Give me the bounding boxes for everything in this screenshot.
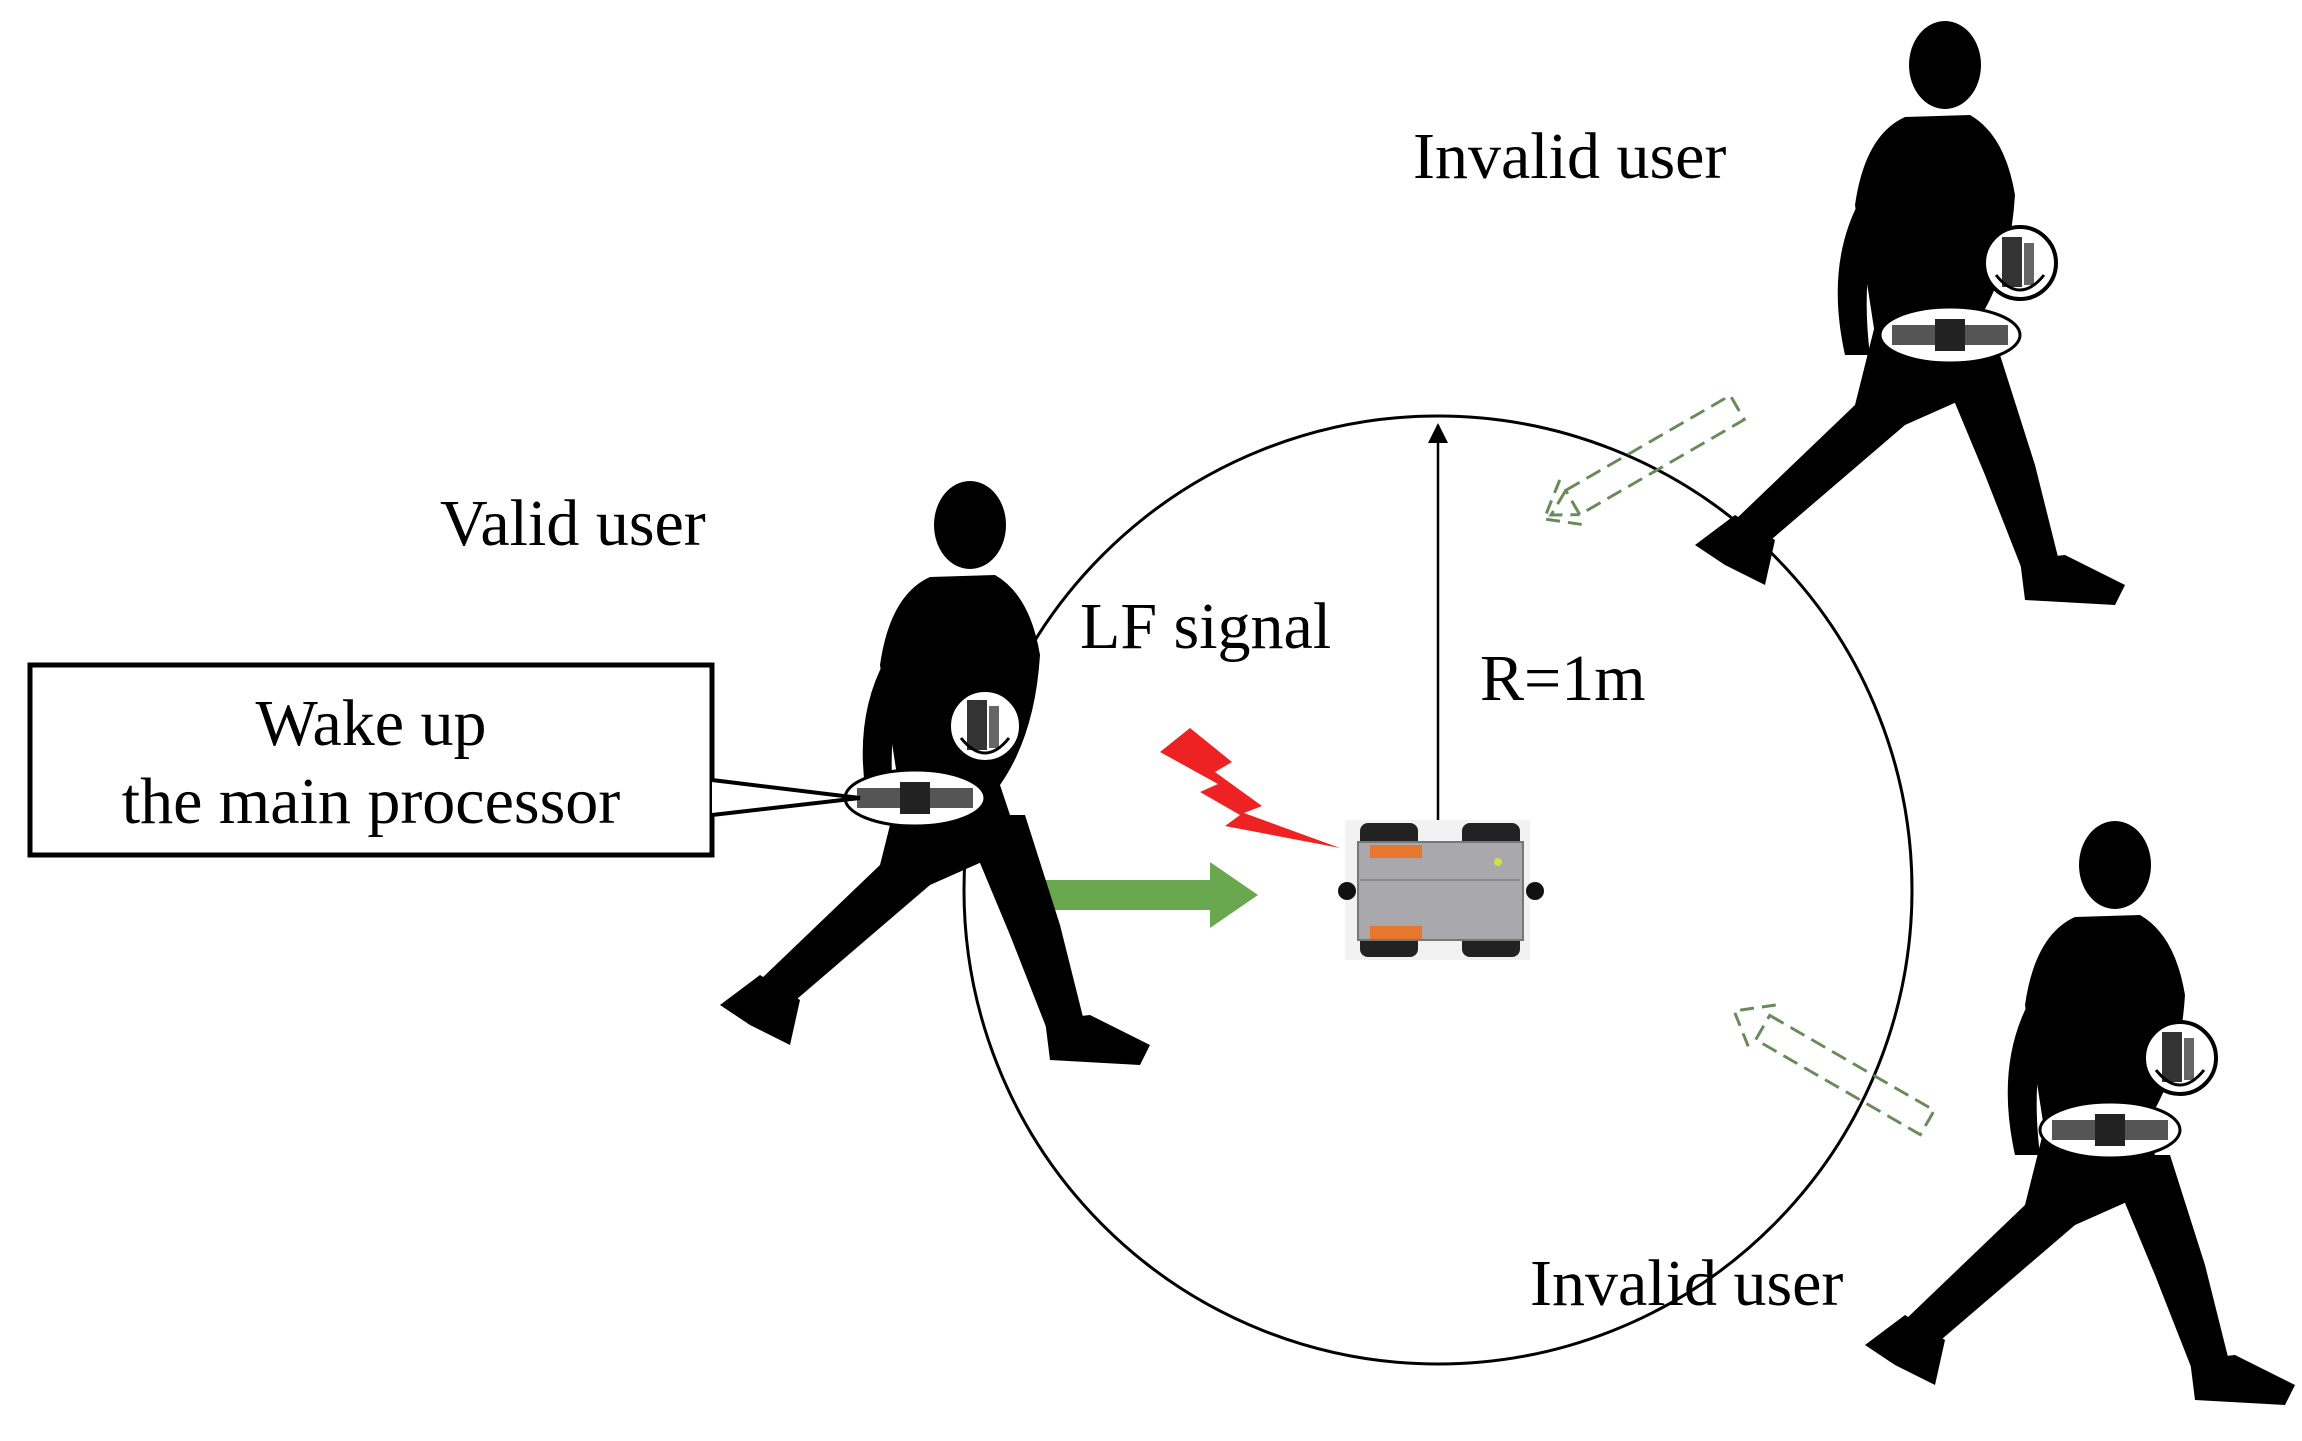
valid-user-label: Valid user — [440, 487, 706, 560]
callout-pointer — [711, 778, 861, 817]
dashed-arrow-top — [1542, 393, 1747, 527]
lf-signal-label: LF signal — [1080, 590, 1331, 663]
radius-label: R=1m — [1480, 642, 1646, 715]
lf-signal-bolt-icon — [1160, 728, 1340, 848]
approach-arrow — [1035, 862, 1258, 928]
callout-text-line2: the main processor — [122, 765, 621, 838]
dashed-arrow-bottom — [1732, 1003, 1937, 1137]
invalid-user-top-label: Invalid user — [1413, 120, 1726, 193]
range-circle — [962, 414, 1914, 1366]
invalid-user-bottom-label: Invalid user — [1530, 1247, 1843, 1320]
robot-vehicle-icon — [1338, 820, 1544, 960]
callout-text-line1: Wake up — [255, 687, 486, 760]
callout-box — [27, 662, 715, 858]
